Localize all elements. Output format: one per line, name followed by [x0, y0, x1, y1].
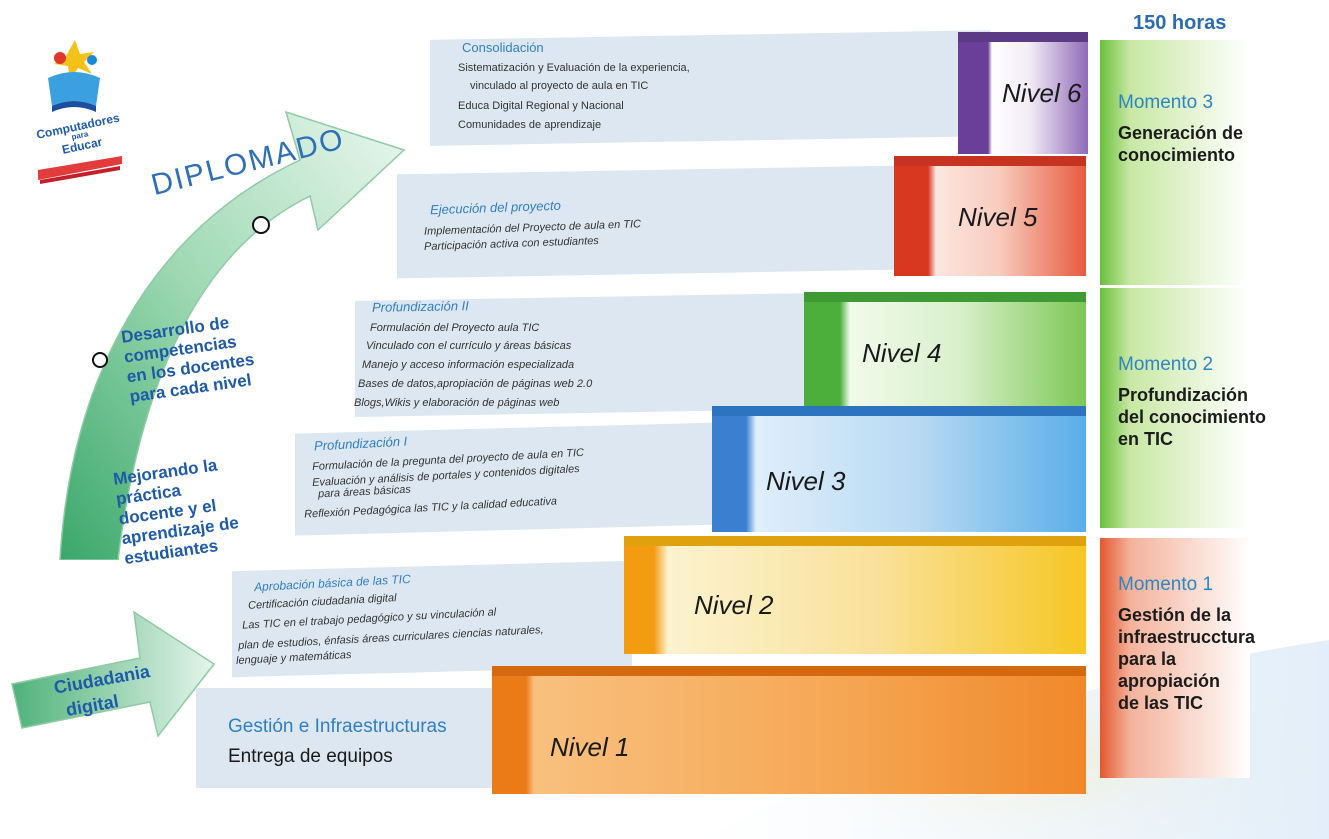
level1-panel [196, 688, 502, 788]
level5-panel [397, 165, 902, 279]
level6-title: Consolidación [462, 40, 544, 55]
level6-line4: Comunidades de aprendizaje [458, 119, 602, 131]
level4-label: Nivel 4 [862, 338, 942, 368]
level4-line4: Bases de datos,apropiación de páginas we… [358, 378, 593, 390]
level3-label: Nivel 3 [766, 466, 846, 496]
moment1-text: Gestión de la infraestrucctura para la a… [1118, 605, 1256, 713]
level2-block: Nivel 2 [624, 536, 1086, 654]
level5-label: Nivel 5 [958, 202, 1038, 232]
level6-block: Nivel 6 [958, 32, 1088, 154]
level1-label: Nivel 1 [550, 732, 630, 762]
moment1-bg [1100, 538, 1250, 778]
ciudadania-arrow [11, 610, 216, 738]
moment2-bg [1100, 288, 1250, 528]
moment3-text: Generación de conocimiento [1118, 123, 1244, 165]
level4-line5: Blogs,Wikis y elaboración de páginas web [354, 397, 560, 409]
level6-line2: vinculado al proyecto de aula en TIC [470, 80, 649, 92]
level1-block: Nivel 1 [492, 666, 1086, 794]
level2-label: Nivel 2 [694, 590, 774, 620]
moment2-label: Momento 2 [1118, 354, 1214, 375]
level1-line1: Entrega de equipos [228, 746, 393, 767]
level3-block: Nivel 3 [712, 406, 1086, 532]
level4-line1: Formulación del Proyecto aula TIC [370, 322, 540, 334]
logo-icon [38, 40, 122, 184]
mejorando-text: Mejorando la práctica docente y el apren… [112, 455, 240, 569]
moment2-text: Profundización del conocimiento en TIC [1118, 385, 1267, 449]
diplomado-arrow [59, 110, 406, 560]
level6-line1: Sistematización y Evaluación de la exper… [458, 62, 690, 74]
level4-line3: Manejo y acceso información especializad… [362, 359, 575, 371]
level5-block: Nivel 5 [894, 156, 1086, 276]
level1-title: Gestión e Infraestructuras [228, 716, 447, 737]
level4-block: Nivel 4 [804, 292, 1086, 408]
level6-line3: Educa Digital Regional y Nacional [458, 100, 624, 112]
milestone-circle-top [252, 216, 270, 234]
moment1-label: Momento 1 [1118, 574, 1214, 595]
hours-label: 150 horas [1133, 12, 1227, 34]
logo: Computadores para Educar [30, 38, 130, 188]
level4-line2: Vinculado con el currículo y áreas básic… [366, 340, 572, 352]
moment3-bg [1100, 40, 1250, 285]
level4-title: Profundización II [371, 298, 469, 315]
milestone-circle-mid [92, 352, 108, 368]
moment3-label: Momento 3 [1118, 92, 1214, 113]
level6-label: Nivel 6 [1002, 78, 1082, 108]
